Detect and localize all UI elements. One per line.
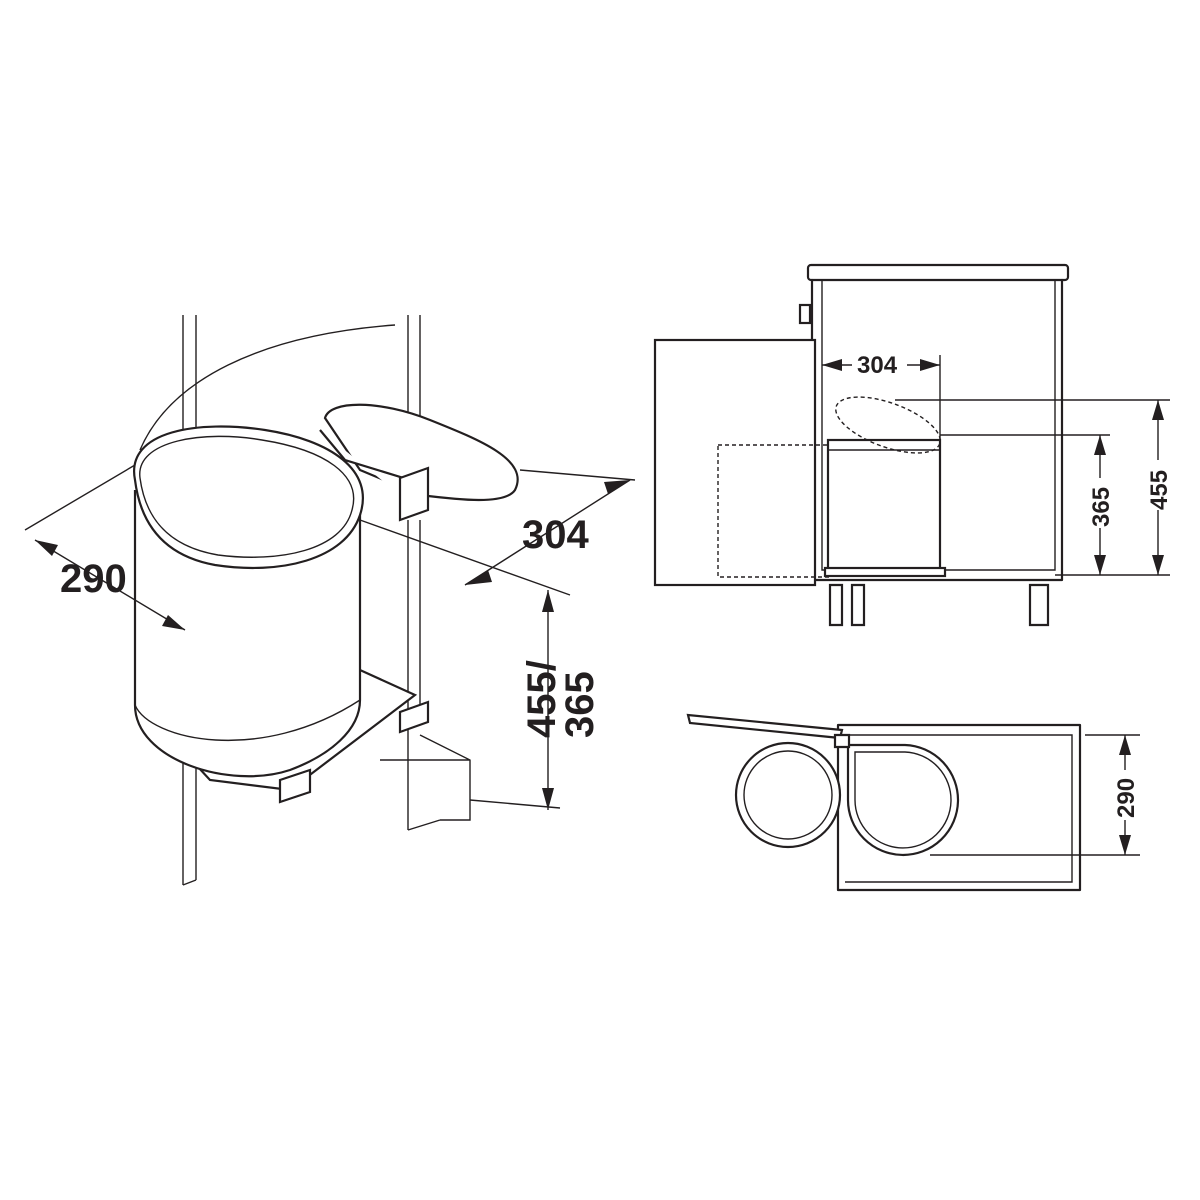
arrow [162, 615, 185, 630]
lid-swing-arc [139, 324, 396, 451]
svg-text:455/: 455/ [520, 660, 564, 738]
bin-lid-inner [139, 435, 355, 558]
arrow [465, 570, 492, 585]
bin-bottom-rim [134, 699, 361, 742]
top-dimension-lines [930, 734, 1140, 856]
arrow [604, 480, 630, 494]
arrow [1152, 400, 1164, 420]
lid-open-plan-inner [743, 750, 833, 840]
arrow [542, 788, 554, 810]
height-dimension-label: 455/ 365 [520, 660, 602, 738]
mounting-clips [278, 700, 430, 804]
swing-lid [323, 403, 519, 502]
countertop [806, 263, 1070, 282]
cabinet-legs [828, 583, 1050, 627]
arrow [35, 540, 58, 556]
hinge-plan [833, 733, 851, 749]
arrow [1094, 555, 1106, 575]
cabinet-door [653, 338, 817, 587]
dimension-lines [24, 464, 636, 810]
cabinet-post-right [407, 315, 421, 830]
side-height-small-label: 365 [1088, 487, 1115, 527]
svg-text:365: 365 [558, 671, 602, 738]
hinge-bracket [398, 466, 430, 522]
arrow [1119, 735, 1131, 755]
lid-open-outline [835, 396, 941, 454]
door-open-plan [686, 713, 844, 740]
cabinet-base [380, 734, 471, 831]
depth-dimension-label: 304 [522, 513, 589, 557]
top-view: 290 [686, 713, 1140, 892]
side-view: 304 365 455 [653, 263, 1173, 627]
arrow [1119, 835, 1131, 855]
hinge [798, 303, 812, 325]
label-bg [1146, 460, 1170, 510]
width-dimension-label: 290 [60, 557, 127, 601]
label-bg [1088, 478, 1112, 528]
lid-open-plan [734, 741, 842, 849]
label-bg [852, 352, 907, 378]
cabinet-plan [836, 723, 1082, 892]
bin-lid [133, 425, 364, 570]
arrow [920, 359, 940, 371]
bin-plan-inner [854, 751, 952, 849]
arrow [822, 359, 842, 371]
arrow [542, 590, 554, 612]
side-height-large-label: 455 [1146, 470, 1173, 510]
cabinet-plan-inner [845, 734, 1073, 883]
arrow [1152, 555, 1164, 575]
isometric-view: 290 304 455/ 365 [24, 315, 636, 886]
arrow [1094, 435, 1106, 455]
top-width-label: 290 [1113, 778, 1140, 818]
label-bg [1113, 770, 1137, 820]
bin-base [823, 566, 947, 578]
bin-side [826, 438, 942, 572]
bin-plan [846, 743, 960, 857]
side-depth-label: 304 [857, 352, 898, 379]
